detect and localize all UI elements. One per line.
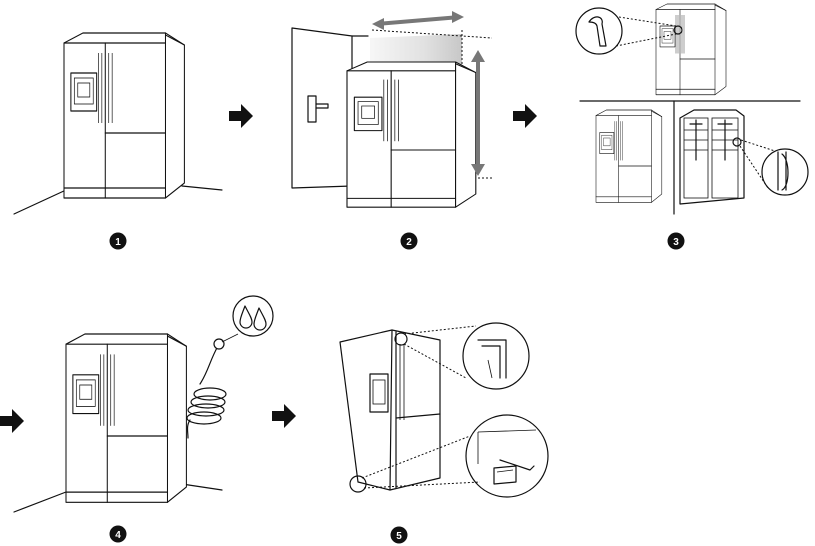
water-hose-icon [187,339,226,438]
step-badge-2: 2 [401,233,418,250]
step-badge-3: 3 [668,233,685,250]
wrench-icon [466,415,548,497]
step-number-4: 4 [115,530,121,541]
arrow-right-icon [513,104,537,128]
measure-arrow-icon [372,11,464,30]
step-number-2: 2 [406,237,412,248]
step-number-1: 1 [115,237,121,248]
step-3-illustration [576,4,808,214]
step-badge-5: 5 [391,527,408,544]
step-2-illustration [292,11,492,207]
hex-key-icon [463,323,529,389]
step-number-3: 3 [673,237,679,248]
step-5-illustration [340,323,548,497]
step-badge-4: 4 [110,526,127,543]
step-badge-1: 1 [110,233,127,250]
step-1-illustration [14,33,222,214]
arrow-right-icon [272,404,296,428]
step-number-5: 5 [396,531,402,542]
water-drops-icon [233,296,273,336]
arrow-right-icon [0,409,24,433]
step-4-illustration [14,296,273,512]
arrow-right-icon [229,104,253,128]
